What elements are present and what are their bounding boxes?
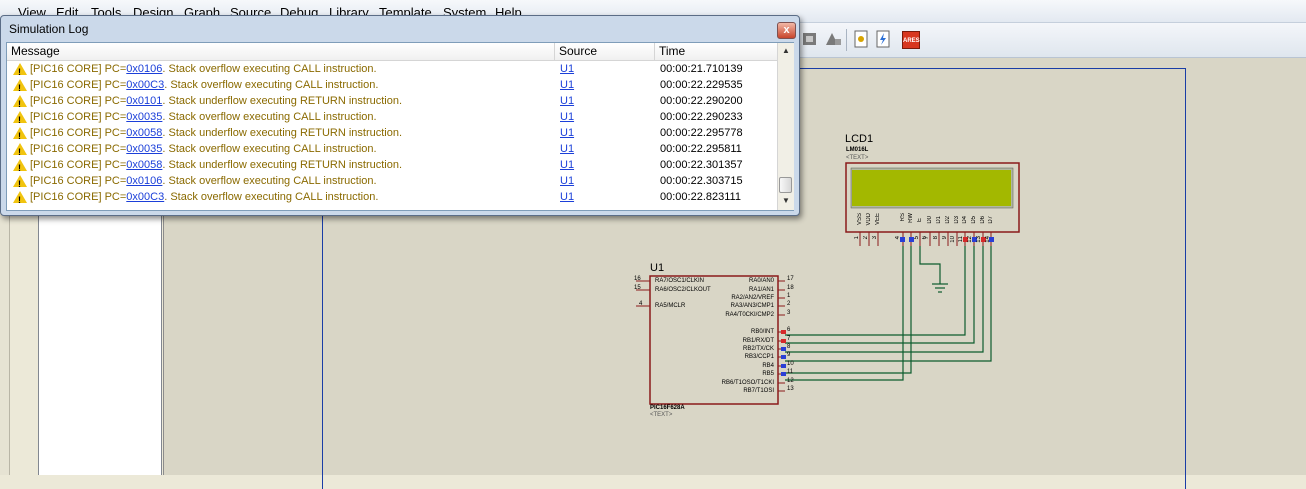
lcd-screen: [852, 170, 1011, 206]
wires: [785, 246, 992, 381]
source-link[interactable]: U1: [560, 159, 575, 171]
source-link[interactable]: U1: [560, 111, 575, 123]
log-row[interactable]: [PIC16 CORE] PC=0x0058. Stack underflow …: [7, 125, 777, 144]
log-row[interactable]: [PIC16 CORE] PC=0x0106. Stack overflow e…: [7, 61, 777, 80]
warning-icon: [13, 159, 27, 176]
column-header-source[interactable]: Source: [555, 43, 655, 60]
scroll-down-icon[interactable]: ▼: [782, 196, 790, 205]
lcd-text-label: <TEXT>: [846, 155, 869, 161]
pc-link[interactable]: 0x0106: [126, 63, 163, 75]
close-button[interactable]: x: [777, 22, 796, 39]
log-row[interactable]: [PIC16 CORE] PC=0x00C3. Stack overflow e…: [7, 77, 777, 96]
pc-link[interactable]: 0x0101: [126, 95, 163, 107]
pc-link[interactable]: 0x00C3: [126, 191, 165, 203]
log-time: 00:00:22.290233: [660, 111, 743, 123]
column-header: Message Source Time: [7, 43, 793, 61]
log-time: 00:00:22.301357: [660, 159, 743, 171]
log-rows: [PIC16 CORE] PC=0x0106. Stack overflow e…: [7, 61, 777, 208]
log-time: 00:00:22.823111: [660, 191, 741, 203]
warning-icon: [13, 191, 27, 208]
simulation-log-window[interactable]: Simulation Log x Message Source Time [PI…: [0, 15, 800, 216]
simulation-log-title: Simulation Log: [9, 22, 89, 36]
scroll-up-icon[interactable]: ▲: [782, 46, 790, 55]
log-message: [PIC16 CORE] PC=0x00C3. Stack overflow e…: [30, 191, 379, 203]
log-message: [PIC16 CORE] PC=0x0106. Stack overflow e…: [30, 63, 377, 75]
ground-icon: [932, 283, 948, 293]
source-link[interactable]: U1: [560, 95, 575, 107]
lcd-pin-state-markers: [900, 237, 994, 242]
warning-icon: [13, 175, 27, 192]
log-time: 00:00:22.229535: [660, 79, 743, 91]
ares-button[interactable]: ARES: [902, 31, 920, 49]
new-document-icon[interactable]: [851, 29, 871, 49]
warning-icon: [13, 63, 27, 80]
source-link[interactable]: U1: [560, 79, 575, 91]
mcu-part-label: PIC16F628A: [650, 405, 685, 411]
column-header-time[interactable]: Time: [659, 44, 686, 58]
log-message: [PIC16 CORE] PC=0x0101. Stack underflow …: [30, 95, 403, 107]
log-time: 00:00:21.710139: [660, 63, 743, 75]
source-link[interactable]: U1: [560, 127, 575, 139]
source-link[interactable]: U1: [560, 191, 575, 203]
mcu-ref-label: U1: [650, 262, 665, 274]
source-link[interactable]: U1: [560, 143, 575, 155]
pc-link[interactable]: 0x0058: [126, 159, 163, 171]
log-row[interactable]: [PIC16 CORE] PC=0x0101. Stack underflow …: [7, 93, 777, 112]
pc-link[interactable]: 0x0106: [126, 175, 163, 187]
lcd-ref-label: LCD1: [845, 133, 874, 145]
log-row[interactable]: [PIC16 CORE] PC=0x0106. Stack overflow e…: [7, 173, 777, 192]
log-row[interactable]: [PIC16 CORE] PC=0x0058. Stack underflow …: [7, 157, 777, 176]
source-link[interactable]: U1: [560, 63, 575, 75]
source-link[interactable]: U1: [560, 175, 575, 187]
block-mirror-icon[interactable]: [823, 29, 843, 49]
log-message: [PIC16 CORE] PC=0x00C3. Stack overflow e…: [30, 79, 379, 91]
mcu-text-label: <TEXT>: [650, 412, 673, 418]
pc-link[interactable]: 0x0058: [126, 127, 163, 139]
simulation-log-list[interactable]: Message Source Time [PIC16 CORE] PC=0x01…: [6, 42, 794, 211]
pc-link[interactable]: 0x00C3: [126, 79, 165, 91]
log-time: 00:00:22.303715: [660, 175, 743, 187]
mcu-pin-state-markers: [781, 330, 786, 376]
log-time: 00:00:22.295811: [660, 143, 742, 155]
warning-icon: [13, 95, 27, 112]
log-message: [PIC16 CORE] PC=0x0035. Stack overflow e…: [30, 143, 377, 155]
scroll-thumb[interactable]: [779, 177, 792, 193]
toolbar-separator: [846, 29, 847, 51]
mcu-body: [649, 275, 779, 405]
log-message: [PIC16 CORE] PC=0x0058. Stack underflow …: [30, 159, 403, 171]
warning-icon: [13, 143, 27, 160]
pc-link[interactable]: 0x0035: [126, 143, 163, 155]
block-rotate-icon[interactable]: [800, 29, 820, 49]
warning-icon: [13, 127, 27, 144]
left-scrollbar[interactable]: [0, 58, 10, 475]
warning-icon: [13, 79, 27, 96]
log-scrollbar[interactable]: ▲ ▼: [777, 43, 794, 210]
log-row[interactable]: [PIC16 CORE] PC=0x0035. Stack overflow e…: [7, 141, 777, 160]
schematic-drawing: [636, 162, 1020, 405]
log-time: 00:00:22.295778: [660, 127, 743, 139]
lcd-part-label: LM016L: [846, 147, 869, 153]
netlist-icon[interactable]: [873, 29, 893, 49]
log-row[interactable]: [PIC16 CORE] PC=0x00C3. Stack overflow e…: [7, 189, 777, 208]
pc-link[interactable]: 0x0035: [126, 111, 163, 123]
log-time: 00:00:22.290200: [660, 95, 743, 107]
warning-icon: [13, 111, 27, 128]
log-row[interactable]: [PIC16 CORE] PC=0x0035. Stack overflow e…: [7, 109, 777, 128]
log-message: [PIC16 CORE] PC=0x0106. Stack overflow e…: [30, 175, 377, 187]
log-message: [PIC16 CORE] PC=0x0035. Stack overflow e…: [30, 111, 377, 123]
log-message: [PIC16 CORE] PC=0x0058. Stack underflow …: [30, 127, 403, 139]
column-header-message[interactable]: Message: [7, 43, 555, 60]
